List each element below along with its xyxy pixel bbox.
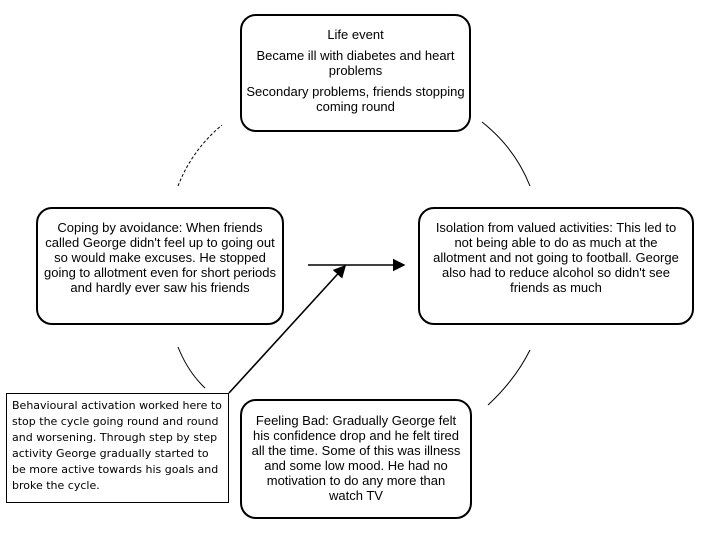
behavioural-activation-note: Behavioural activation worked here to st…: [6, 393, 229, 503]
isolation-text: Isolation from valued activities: This l…: [433, 220, 679, 295]
cycle-arc-bottom-left: [177, 346, 206, 389]
behavioural-activation-text: Behavioural activation worked here to st…: [12, 399, 222, 492]
life-event-title: Life event: [327, 27, 384, 42]
feeling-bad-text: Feeling Bad: Gradually George felt his c…: [251, 413, 461, 503]
coping-avoidance-text: Coping by avoidance: When friends called…: [44, 220, 276, 295]
life-event-line-1: Became ill with diabetes and heart probl…: [256, 48, 455, 78]
feeling-bad-box: Feeling Bad: Gradually George felt his c…: [240, 399, 472, 519]
life-event-box: Life event Became ill with diabetes and …: [240, 14, 471, 132]
coping-avoidance-box: Coping by avoidance: When friends called…: [36, 207, 284, 325]
intervention-arrow: [228, 264, 347, 394]
cycle-arc-top-right: [481, 121, 531, 187]
life-event-line-2: Secondary problems, friends stopping com…: [246, 84, 465, 114]
cycle-arc-right-bottom: [487, 349, 531, 406]
cycle-arc-left-top-dashed: [177, 124, 223, 187]
isolation-box: Isolation from valued activities: This l…: [418, 207, 694, 325]
